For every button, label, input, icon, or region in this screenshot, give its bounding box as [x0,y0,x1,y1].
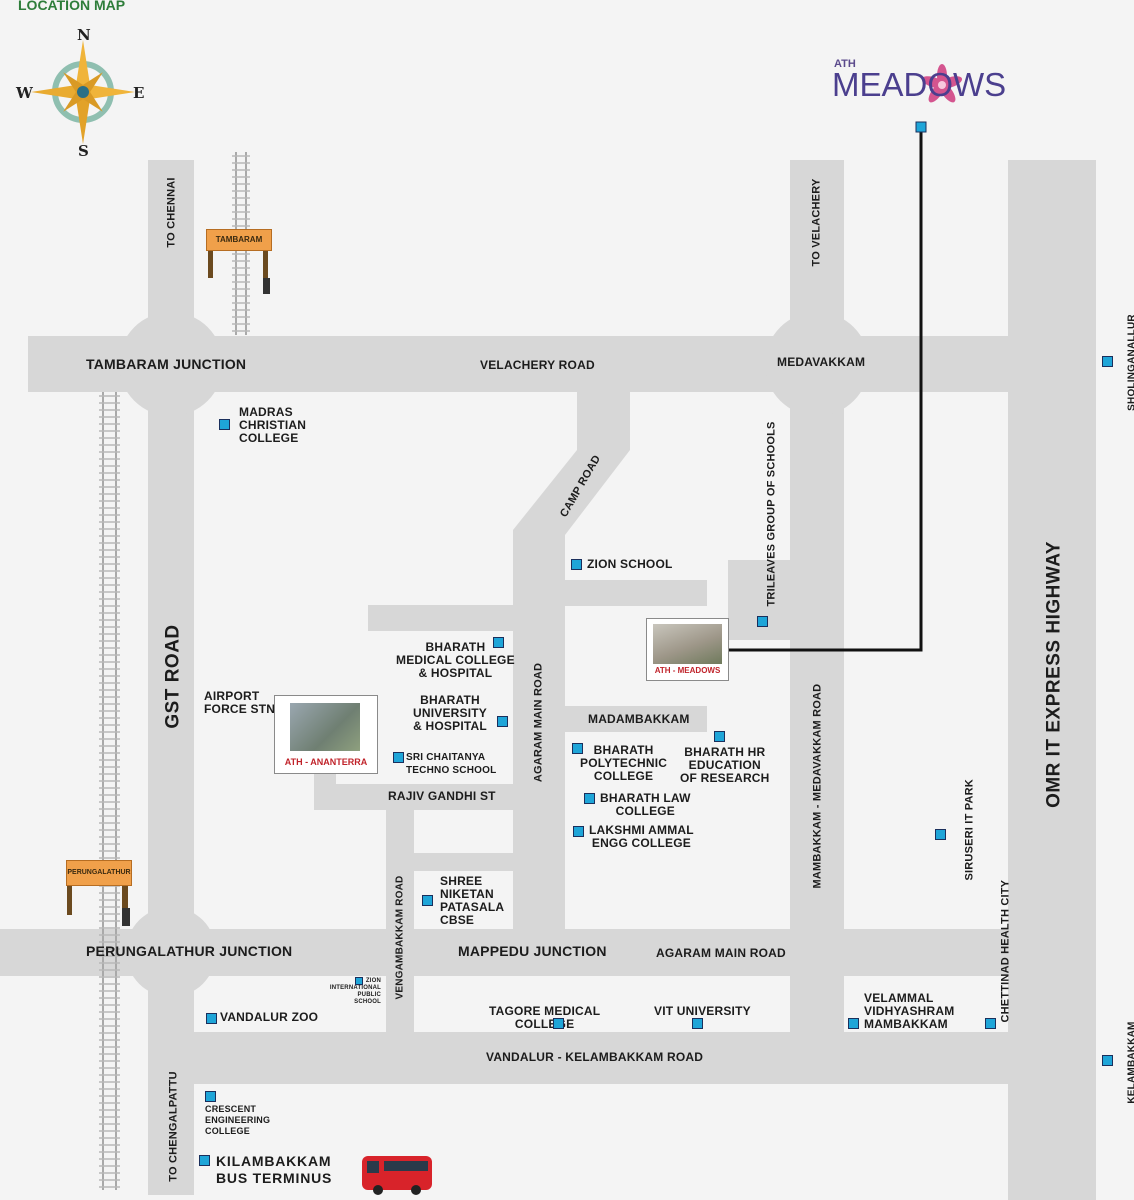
bharath-hr-marker [714,731,725,742]
vandalur-kelambakkam-road-label: VANDALUR - KELAMBAKKAM ROAD [486,1050,704,1064]
to-velachery-label: TO VELACHERY [810,178,823,267]
medavakkam-label: MEDAVAKKAM [777,355,866,369]
vit-university-marker [692,1018,703,1029]
shree-niketan-marker [422,895,433,906]
shree-niketan-label: SHREE NIKETAN PATASALA CBSE [440,874,505,927]
sri-chaitanya-label: SRI CHAITANYA TECHNO SCHOOL [406,752,497,776]
logo-prefix: ATH [834,58,856,70]
compass-rose-icon [31,40,135,144]
kilambakkam-label: KILAMBAKKAM BUS TERMINUS [216,1153,333,1186]
to-chennai-label: TO CHENNAI [165,177,178,248]
zion-international-marker [355,977,363,985]
trileaves-marker [757,616,768,627]
madambakkam-label: MADAMBAKKAM [588,712,690,726]
map-title: LOCATION MAP [18,0,126,13]
roundabouts [119,312,869,997]
kilambakkam-marker [199,1155,210,1166]
tambaram-junction-label: TAMBARAM JUNCTION [86,356,247,372]
trileaves-label: TRILEAVES GROUP OF SCHOOLS [765,421,778,607]
airport-force-label: AIRPORT FORCE STN [204,689,276,716]
ath-ananterra-card[interactable]: ATH - ANANTERRA [274,695,378,774]
block [414,976,790,1032]
tambaram-sign: TAMBARAM [206,229,272,251]
rajiv-gandhi-st-label: RAJIV GANDHI ST [388,789,496,803]
perungalathur-sign: PERUNGALATHUR [66,860,132,886]
sholinganallur-label: SHOLINGANALLUR [1126,314,1134,411]
flower-logo-icon [921,64,963,103]
zion-school-marker [571,559,582,570]
lakshmi-ammal-label: LAKSHMI AMMAL ENGG COLLEGE [589,823,694,850]
bharath-hr-label: BHARATH HR EDUCATION OF RESEARCH [680,745,770,785]
compass-east: E [133,84,145,102]
zion-school-label: ZION SCHOOL [587,557,673,571]
ath-meadows-image [653,624,722,664]
siruseri-label: SIRUSERI IT PARK [963,779,976,881]
sri-chaitanya-marker [393,752,404,763]
bharath-polytechnic-label: BHARATH POLYTECHNIC COLLEGE [580,743,668,783]
pin-marker [915,121,927,133]
compass-south: S [78,142,89,160]
compass-west: W [16,84,33,102]
sholinganallur-marker [1102,356,1113,367]
omr-label: OMR IT EXPRESS HIGHWAY [1043,541,1065,808]
agaram-main-road-horizontal-label: AGARAM MAIN ROAD [656,946,786,960]
kelambakkam-marker [1102,1055,1113,1066]
ath-meadows-caption: ATH - MEADOWS [654,666,721,675]
kelambakkam-label: KELAMBAKKAM [1126,1021,1134,1104]
madras-christian-college-label: MADRAS CHRISTIAN COLLEGE [239,405,307,445]
bharath-university-marker [497,716,508,727]
vengambakkam-road-label: VENGAMBAKKAM ROAD [394,875,406,1000]
siruseri-marker [935,829,946,840]
bharath-law-label: BHARATH LAW COLLEGE [600,791,691,818]
velammal-label: VELAMMAL VIDHYASHRAM MAMBAKKAM [864,991,955,1031]
tagore-medical-marker [553,1018,564,1029]
vandalur-zoo-marker [206,1013,217,1024]
perungalathur-junction-label: PERUNGALATHUR JUNCTION [86,943,293,959]
crescent-label: CRESCENT ENGINEERING COLLEGE [205,1104,271,1136]
mappedu-junction-label: MAPPEDU JUNCTION [458,943,607,959]
logo-name: MEADOWS [832,66,1007,103]
chettinad-label: CHETTINAD HEALTH CITY [999,879,1012,1023]
bharath-medical-label: BHARATH MEDICAL COLLEGE & HOSPITAL [396,640,515,680]
chettinad-marker [985,1018,996,1029]
ath-ananterra-caption: ATH - ANANTERRA [284,757,368,767]
ath-meadows-card[interactable]: ATH - MEADOWS [646,618,729,681]
vandalur-zoo-label: VANDALUR ZOO [220,1010,319,1024]
mambakkam-medavakkam-road-label: MAMBAKKAM - MEDAVAKKAM ROAD [811,683,824,889]
crescent-marker [205,1091,216,1102]
velammal-marker [848,1018,859,1029]
tagore-medical-label: TAGORE MEDICAL COLLEGE [489,1004,601,1031]
velachery-road-label: VELACHERY ROAD [480,358,595,372]
to-chengalpattu-label: TO CHENGALPATTU [167,1071,180,1182]
gst-road-label: GST ROAD [162,624,184,729]
madras-christian-college-marker [219,419,230,430]
bharath-university-label: BHARATH UNIVERSITY & HOSPITAL [413,693,488,733]
bharath-medical-marker [493,637,504,648]
compass-north: N [77,26,91,44]
bharath-polytechnic-marker [572,743,583,754]
ath-ananterra-image [290,703,360,751]
bus-icon [362,1156,432,1195]
vit-university-label: VIT UNIVERSITY [654,1004,751,1018]
zion-international-label: ZION INTERNATIONAL PUBLIC SCHOOL [329,978,381,1005]
agaram-main-road-vertical-label: AGARAM MAIN ROAD [532,662,545,783]
pin-line [728,128,923,652]
station-sign-icon [67,248,270,926]
lakshmi-ammal-marker [573,826,584,837]
bharath-law-marker [584,793,595,804]
